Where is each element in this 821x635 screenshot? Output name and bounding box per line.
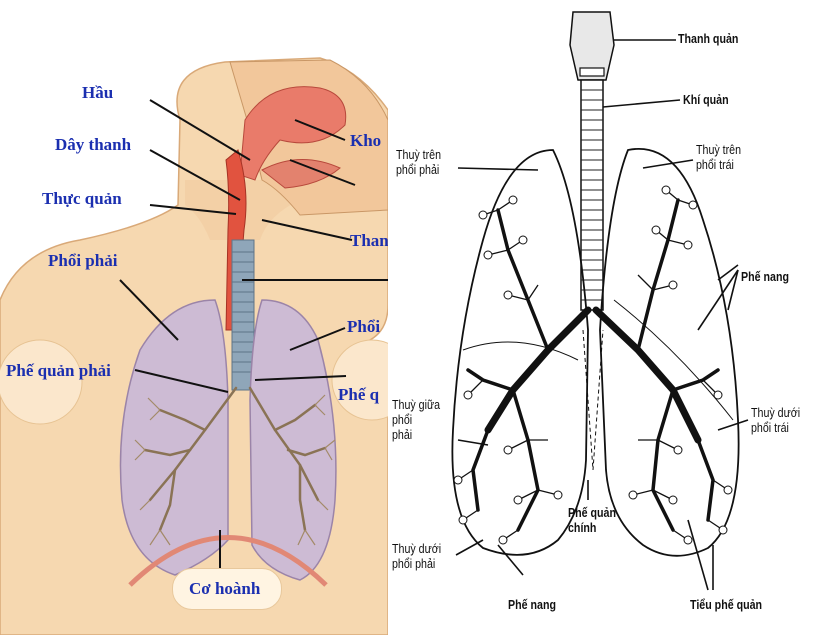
larynx-ring (580, 68, 604, 76)
label-thuy-giua-phai-line3: phải (392, 428, 440, 443)
label-thuy-duoi-phai-line2: phổi phải (392, 557, 441, 572)
label-phoi-partial: Phổi (347, 318, 380, 335)
label-thuy-duoi-phai: Thuỳ dưới phổi phải (392, 542, 441, 572)
label-thuy-giua-phai-line2: phổi (392, 413, 440, 428)
lung-line-drawing (388, 0, 821, 635)
label-phoi-phai: Phổi phải (48, 252, 117, 269)
label-thuy-duoi-trai-line1: Thuỳ dưới (751, 406, 800, 421)
label-tieu-phe-quan: Tiểu phế quản (690, 598, 762, 613)
fissure-right (463, 342, 578, 360)
right-lineart-panel: Thanh quản Khí quản Thuỳ trên phổi phải … (388, 0, 821, 635)
label-thuy-duoi-trai-line2: phổi trái (751, 421, 800, 436)
label-hau: Hầu (82, 84, 113, 101)
label-thuc-quan: Thực quản (42, 190, 122, 207)
label-phe-quan-chinh-line1: Phế quản (568, 506, 616, 521)
label-thuy-giua-phai-line1: Thuỳ giữa (392, 398, 440, 413)
label-phe-q-partial: Phế q (338, 386, 379, 403)
label-phe-quan-phai: Phế quản phải (6, 362, 111, 379)
shoulder-highlight (0, 340, 82, 424)
label-phe-quan-chinh-line2: chính (568, 521, 616, 536)
label-co-hoanh: Cơ hoành (189, 580, 260, 597)
trachea-line (581, 80, 603, 310)
label-thuy-giua-phai: Thuỳ giữa phổi phải (392, 398, 440, 443)
label-kho-partial: Kho (350, 132, 381, 149)
anatomy-illustration (0, 0, 388, 635)
label-khi-quan: Khí quản (683, 93, 729, 108)
label-thuy-tren-phai-line1: Thuỳ trên (396, 148, 441, 163)
right-lung-outline (452, 150, 588, 555)
label-thuy-duoi-phai-line1: Thuỳ dưới (392, 542, 441, 557)
label-than-partial: Than (350, 232, 388, 249)
label-phe-nang-bottom: Phế nang (508, 598, 556, 613)
label-thuy-tren-trai-line1: Thuỳ trên (696, 143, 741, 158)
fissure-left (614, 300, 733, 420)
left-anatomy-panel: Hầu Dây thanh Thực quản Phổi phải Phế qu… (0, 0, 388, 635)
label-thanh-quan: Thanh quản (678, 32, 738, 47)
label-phe-quan-chinh: Phế quản chính (568, 506, 616, 536)
label-thuy-tren-trai-line2: phổi trái (696, 158, 741, 173)
label-thuy-tren-phai-line2: phổi phải (396, 163, 441, 178)
label-thuy-tren-trai: Thuỳ trên phổi trái (696, 143, 741, 173)
label-thuy-duoi-trai: Thuỳ dưới phổi trái (751, 406, 800, 436)
main-bronchi (488, 310, 698, 440)
left-lung-outline (600, 149, 739, 556)
label-day-thanh: Dây thanh (55, 136, 131, 153)
label-thuy-tren-phai: Thuỳ trên phổi phải (396, 148, 441, 178)
label-phe-nang-right: Phế nang (741, 270, 789, 285)
